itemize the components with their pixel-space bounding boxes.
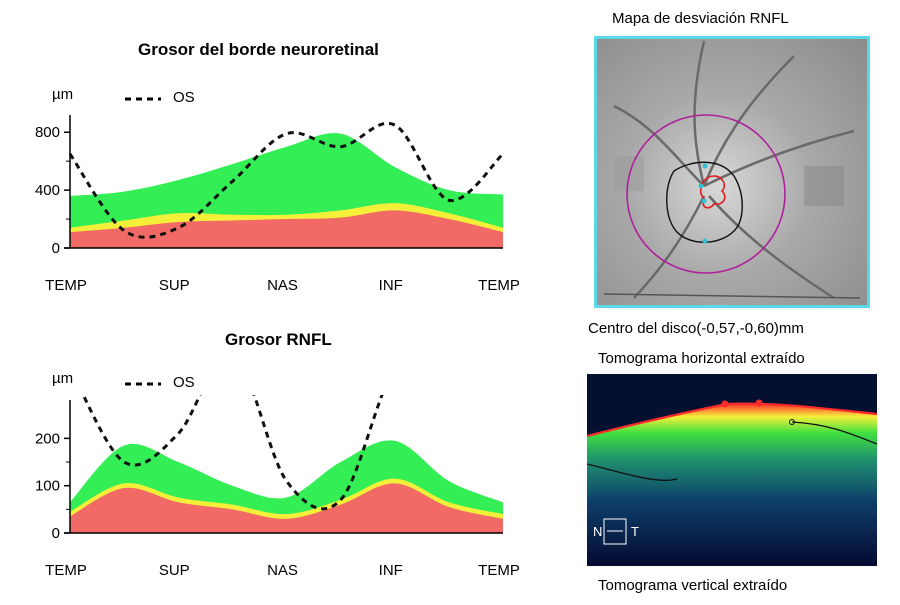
- chart1-xtick-2: NAS: [267, 277, 298, 294]
- tomogram: N T: [586, 374, 878, 566]
- chart1-band-0: [70, 210, 503, 248]
- chart2-xtick-2: NAS: [267, 562, 298, 579]
- chart2-legend: OS: [125, 373, 215, 393]
- chart1-xtick-0: TEMP: [45, 277, 87, 294]
- chart1-ytick-0: 0: [52, 240, 60, 257]
- chart1-title: Grosor del borde neuroretinal: [138, 40, 379, 59]
- chart2-legend-swatch: [125, 382, 161, 386]
- chart1-ytick-2: 800: [35, 124, 60, 141]
- chart2-xtick-0: TEMP: [45, 562, 87, 579]
- disc-margin: [666, 161, 743, 243]
- chart2-xtick-3: INF: [379, 562, 403, 579]
- rnfl-deviation-map: [594, 36, 870, 308]
- chart1-xtick-3: INF: [379, 277, 403, 294]
- tomogram-image: N T: [586, 374, 878, 566]
- chart1-legend: OS: [125, 88, 215, 108]
- landmark-dots: [698, 163, 708, 244]
- chart1-legend-label: OS: [173, 89, 195, 106]
- chart2-xtick-4: TEMP: [478, 562, 520, 579]
- chart2-ytick-2: 200: [35, 430, 60, 447]
- chart1-ytick-1: 400: [35, 182, 60, 199]
- chart1-xtick-4: TEMP: [478, 277, 520, 294]
- tomogram-marker-2: [755, 399, 763, 407]
- orientation-n-label: N: [593, 524, 602, 539]
- chart2-title: Grosor RNFL: [225, 330, 332, 349]
- vessels: [613, 40, 855, 300]
- fundus-image: [594, 36, 870, 308]
- retina-layers: [587, 403, 877, 566]
- chart2-series-os: [81, 395, 384, 511]
- chart2-ytick-1: 100: [35, 478, 60, 495]
- horizontal-tomogram-label: Tomograma horizontal extraído: [598, 350, 805, 367]
- chart2-ytick-0: 0: [52, 525, 60, 542]
- chart2-unit: µm: [52, 370, 74, 387]
- chart1-unit: µm: [52, 86, 74, 103]
- orientation-box: [603, 518, 627, 545]
- disc-center-label: Centro del disco(-0,57,-0,60)mm: [588, 320, 804, 337]
- chart2-band-0: [70, 483, 503, 533]
- orientation-t-label: T: [631, 524, 639, 539]
- chart1-xtick-1: SUP: [159, 277, 190, 294]
- chart2-legend-label: OS: [173, 374, 195, 391]
- tomogram-marker-1: [721, 400, 729, 408]
- map-title: Mapa de desviación RNFL: [612, 10, 789, 27]
- measurement-circle: [626, 114, 786, 274]
- chart2-xtick-1: SUP: [159, 562, 190, 579]
- chart1-series-os: [68, 121, 505, 239]
- vertical-tomogram-label: Tomograma vertical extraído: [598, 577, 788, 594]
- cup-margin: [699, 175, 726, 209]
- chart1-legend-swatch: [125, 97, 161, 101]
